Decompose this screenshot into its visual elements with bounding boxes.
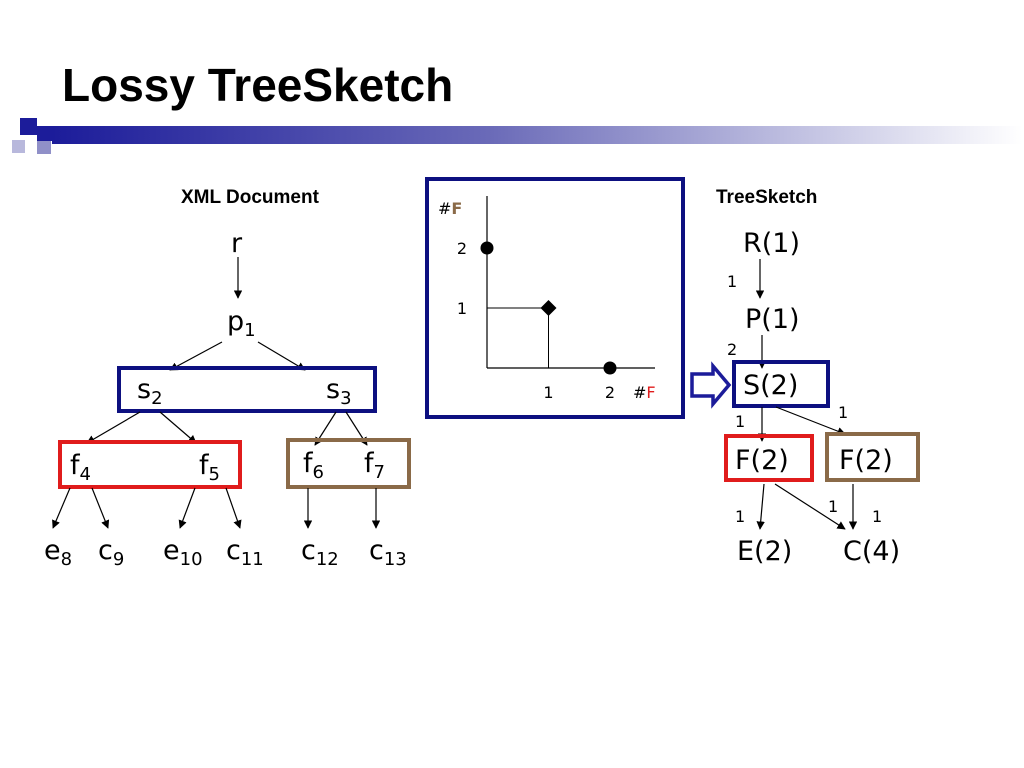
xml-edge [225, 487, 242, 529]
treesketch-graph: R(1) 1 P(1) 2 S(2) 1 1 F(2) F(2) 1 1 1 E… [724, 228, 920, 567]
x-tick-label: 2 [605, 383, 615, 402]
ts-edge-label: 1 [828, 497, 838, 516]
y-tick-label: 2 [457, 239, 467, 258]
ts-edge-label: 1 [735, 412, 745, 431]
ts-edge-label: 1 [872, 507, 882, 526]
xml-node-s3: s3 [326, 374, 352, 409]
xml-node-s2: s2 [137, 374, 163, 409]
ts-f-brown-box [825, 432, 920, 482]
ts-edge-label: 1 [838, 403, 848, 422]
data-point-circle [603, 361, 617, 375]
ts-edge-label: 1 [727, 272, 737, 291]
xml-document-heading: XML Document [181, 187, 319, 208]
xml-edge [159, 411, 197, 444]
slide-title: Lossy TreeSketch [62, 59, 454, 111]
ts-edge-label: 2 [727, 340, 737, 359]
ts-edge [774, 483, 846, 530]
xml-edge [86, 411, 141, 444]
xml-edge [169, 341, 223, 371]
deco-square [37, 141, 51, 154]
ts-edge-label: 1 [735, 507, 745, 526]
xml-node-c9: c9 [98, 535, 124, 570]
x-axis-label: #F [633, 383, 656, 402]
title-underline-bar [52, 126, 1022, 144]
s-group-box [117, 366, 377, 413]
xml-node-e8: e8 [44, 535, 72, 570]
xml-node-r: r [231, 228, 243, 259]
plot-marks: 1 2 1 2 [457, 239, 617, 402]
xml-edge [52, 487, 71, 529]
ts-node-r: R(1) [743, 228, 800, 259]
xml-node-c11: c11 [226, 535, 264, 570]
plot-panel: #F #F 1 2 1 2 [425, 177, 685, 419]
f-brown-group-box [286, 438, 411, 489]
xml-tree: r p1 s2 s3 f4 f5 f6 f7 e8 c9 e10 c11 c12… [44, 228, 411, 570]
xml-edge [91, 487, 110, 529]
deco-square [12, 140, 25, 153]
ts-node-s: S(2) [743, 370, 798, 401]
xml-edge [257, 341, 306, 371]
xml-node-e10: e10 [163, 535, 203, 570]
ts-node-p: P(1) [745, 304, 800, 335]
data-point-diamond [540, 300, 557, 316]
x-tick-label: 1 [543, 383, 553, 402]
xml-node-f7: f7 [364, 448, 385, 483]
ts-node-f-red: F(2) [735, 445, 789, 476]
data-point-circle [480, 241, 494, 255]
title-decoration [12, 118, 1022, 154]
y-axis-label: #F [438, 199, 462, 218]
ts-f-red-box [724, 434, 814, 482]
xml-node-p1: p1 [227, 306, 256, 341]
ts-node-e: E(2) [737, 536, 792, 567]
ts-edge [756, 483, 765, 530]
ts-node-f-brown: F(2) [839, 445, 893, 476]
xml-node-f6: f6 [303, 448, 324, 483]
deco-square [37, 126, 52, 141]
y-tick-label: 1 [457, 299, 467, 318]
xml-node-f4: f4 [70, 450, 91, 485]
ts-node-c: C(4) [843, 536, 900, 567]
transform-arrow-icon [690, 361, 732, 409]
deco-square [20, 118, 37, 135]
xml-node-f5: f5 [199, 450, 220, 485]
ts-s-box [732, 360, 830, 408]
plot-frame [425, 177, 685, 419]
treesketch-heading: TreeSketch [716, 187, 818, 208]
ts-edge [775, 406, 846, 436]
xml-edge [178, 487, 196, 529]
f-red-group-box [58, 440, 242, 489]
xml-node-c12: c12 [301, 535, 339, 570]
xml-node-c13: c13 [369, 535, 407, 570]
